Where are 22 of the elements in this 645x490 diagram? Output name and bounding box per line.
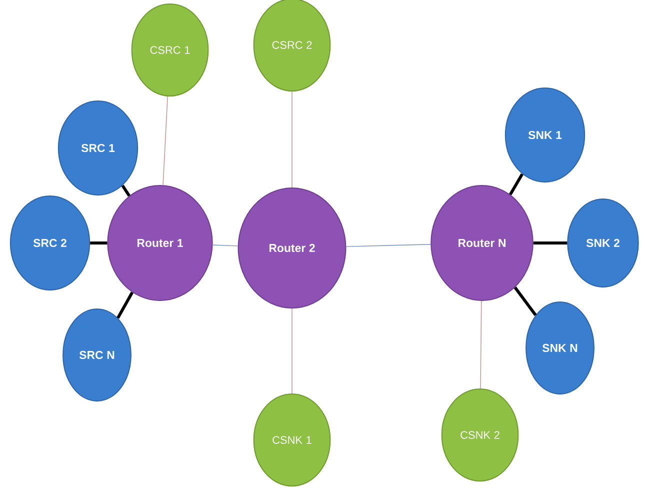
circle-node: Router N: [430, 185, 534, 301]
circle-node: SNK 2: [567, 198, 639, 288]
connector-line: [212, 244, 238, 246]
circle-node: SRC N: [62, 308, 132, 402]
connector-line: [480, 300, 482, 389]
connector-line: [162, 96, 168, 186]
circle-node: CSRC 1: [131, 4, 209, 96]
circle-node: Router 1: [107, 185, 213, 301]
connector-line: [514, 286, 537, 316]
connector-line: [90, 242, 108, 244]
circle-node: CSNK 1: [253, 394, 331, 486]
connector-line: [121, 184, 130, 197]
connector-line: [116, 292, 134, 319]
circle-node: Router 2: [238, 188, 346, 308]
circle-node: SRC 1: [58, 100, 138, 196]
circle-node: SNK N: [526, 302, 594, 394]
connector-line: [508, 173, 524, 196]
circle-node: SRC 2: [10, 196, 90, 290]
connector-line: [533, 242, 568, 244]
circle-node: SNK 1: [504, 88, 586, 182]
circle-node: CSNK 2: [441, 388, 519, 482]
connector-line: [346, 244, 431, 247]
